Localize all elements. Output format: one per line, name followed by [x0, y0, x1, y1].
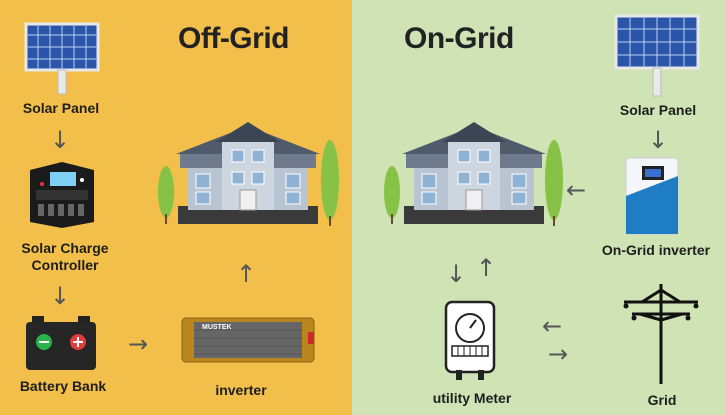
offgrid-arrow-down-2: ↓	[50, 282, 71, 310]
offgrid-inverter-icon: MUSTEK	[180, 312, 316, 368]
ongrid-arrow-right: →	[548, 340, 569, 368]
ongrid-solar-panel-label: Solar Panel	[619, 102, 697, 118]
charge-controller-icon	[24, 160, 100, 230]
utility-meter-label: utility Meter	[432, 390, 512, 406]
ongrid-arrow-left-2: ←	[542, 312, 563, 340]
battery-bank-label: Battery Bank	[19, 378, 107, 394]
offgrid-house-icon	[152, 118, 342, 230]
ongrid-arrow-left-1: ←	[566, 176, 587, 204]
ongrid-arrow-down-2: ↓	[446, 260, 467, 288]
offgrid-arrow-up: ↑	[236, 260, 257, 288]
offgrid-solar-panel-icon	[22, 22, 102, 98]
ongrid-inverter-icon	[624, 156, 680, 236]
offgrid-arrow-down-1: ↓	[50, 126, 71, 154]
offgrid-solar-panel-label: Solar Panel	[22, 100, 100, 116]
offgrid-panel: Off-Grid Solar Panel ↓ Solar Charge Cont…	[0, 0, 352, 415]
ongrid-title: On-Grid	[404, 22, 514, 55]
ongrid-arrow-up: ↑	[476, 254, 497, 282]
utility-meter-icon	[442, 300, 498, 382]
ongrid-panel: On-Grid Solar Panel ↓ On-Grid inverter ←	[352, 0, 726, 415]
inverter-brand-text: MUSTEK	[202, 324, 232, 331]
offgrid-inverter-label: inverter	[215, 382, 267, 398]
grid-label: Grid	[647, 392, 677, 408]
offgrid-title: Off-Grid	[178, 22, 289, 55]
ongrid-solar-panel-icon	[612, 14, 702, 98]
ongrid-inverter-label: On-Grid inverter	[601, 242, 711, 258]
grid-tower-icon	[620, 280, 702, 388]
charge-controller-label: Solar Charge Controller	[21, 240, 109, 273]
battery-bank-icon	[22, 314, 100, 372]
ongrid-house-icon	[378, 118, 568, 230]
offgrid-arrow-right: →	[128, 330, 149, 358]
ongrid-arrow-down-1: ↓	[648, 126, 669, 154]
